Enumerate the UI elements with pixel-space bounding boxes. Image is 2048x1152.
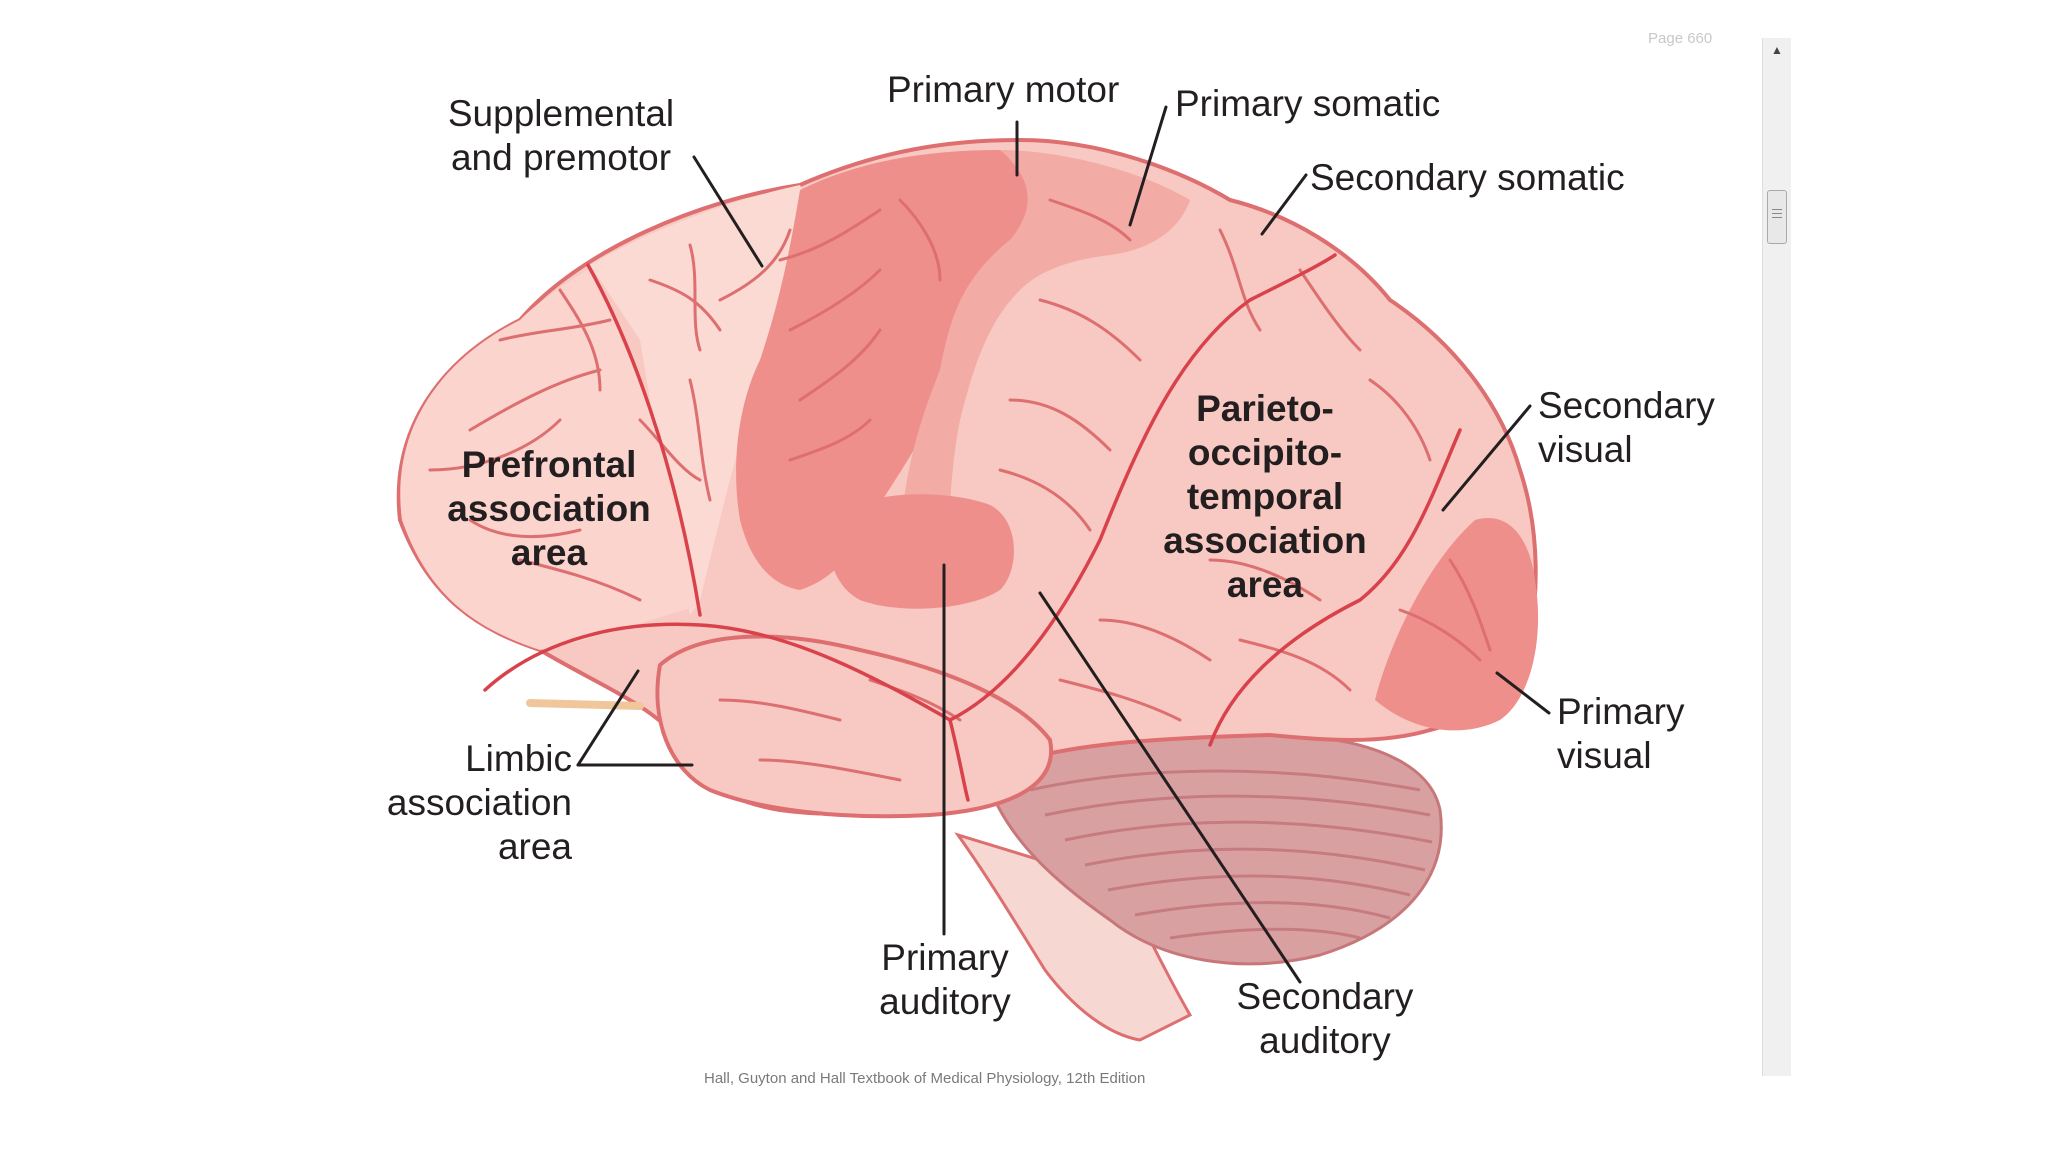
- label-limbic-association: Limbic association area: [386, 738, 572, 867]
- label-primary-motor: Primary motor: [887, 69, 1120, 110]
- leader-primary-visual: [1495, 671, 1551, 715]
- label-parieto-occipito-temporal: Parieto- occipito- temporal association …: [1163, 388, 1367, 605]
- scroll-up-arrow-icon[interactable]: ▲: [1771, 43, 1783, 57]
- leader-secondary-somatic: [1260, 173, 1308, 236]
- scroll-thumb[interactable]: [1767, 190, 1787, 244]
- label-secondary-visual: Secondary visual: [1538, 385, 1715, 470]
- label-prefrontal-association: Prefrontal association area: [447, 444, 651, 573]
- label-primary-somatic: Primary somatic: [1175, 83, 1441, 124]
- vertical-scrollbar[interactable]: ▲: [1762, 38, 1791, 1076]
- leader-limbic-1: [576, 669, 640, 767]
- leader-supplemental: [692, 155, 764, 268]
- label-secondary-somatic: Secondary somatic: [1310, 157, 1625, 198]
- leader-secondary-visual: [1441, 404, 1532, 512]
- olfactory-tract: [526, 699, 644, 710]
- leader-primary-somatic: [1128, 105, 1168, 227]
- label-supplemental-premotor: Supplemental and premotor: [447, 93, 675, 178]
- leader-secondary-auditory: [1038, 591, 1302, 984]
- leader-lines: [576, 105, 1551, 984]
- citation-text: Hall, Guyton and Hall Textbook of Medica…: [704, 1070, 1146, 1087]
- label-primary-visual: Primary visual: [1557, 691, 1685, 776]
- label-secondary-auditory: Secondary auditory: [1236, 976, 1414, 1061]
- page-number-tag: Page 660: [1648, 30, 1713, 47]
- cerebrum: [396, 137, 1539, 819]
- label-primary-auditory: Primary auditory: [879, 937, 1011, 1022]
